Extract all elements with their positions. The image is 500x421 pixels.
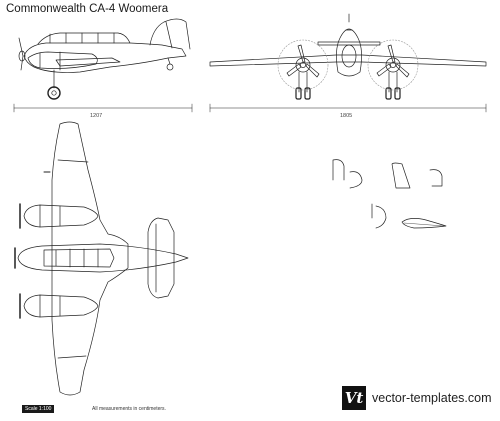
side-engine-nacelle (27, 51, 98, 69)
front-fuselage (336, 28, 362, 77)
top-canopy (43, 248, 115, 268)
detail-profiles (332, 159, 447, 229)
front-right-gear (388, 71, 398, 93)
top-fuselage (17, 243, 189, 273)
scale-badge: Scale 1:100 (22, 405, 55, 413)
front-left-nacelle (295, 57, 311, 73)
front-wing (209, 54, 487, 67)
front-left-gear (298, 71, 308, 93)
length-label: 1207 (90, 113, 102, 119)
top-tailplane (147, 217, 175, 299)
page-title: Commonwealth CA-4 Woomera (6, 3, 169, 15)
side-fin (149, 18, 191, 50)
side-fuselage (23, 42, 187, 73)
measurement-note: All measurements in centimeters. (92, 406, 166, 412)
top-view (14, 121, 189, 396)
top-wing (51, 121, 129, 396)
side-tail-wheel (166, 63, 174, 71)
top-lower-nacelle (23, 294, 99, 318)
front-right-nacelle (385, 57, 401, 73)
detail-profile-5 (371, 203, 387, 229)
span-label: 1805 (340, 113, 352, 119)
detail-profile-2 (349, 171, 363, 189)
logo-icon: Vt (342, 386, 366, 410)
detail-profile-1 (332, 159, 345, 181)
side-main-wheel (47, 86, 61, 100)
side-canopy (37, 32, 131, 45)
side-view (18, 18, 191, 100)
length-dimension (13, 103, 193, 113)
propeller-discs (277, 39, 419, 91)
top-upper-nacelle (23, 204, 99, 228)
detail-profile-3 (391, 162, 411, 189)
span-dimension (209, 103, 487, 113)
side-propeller (18, 37, 24, 71)
detail-airfoil (401, 218, 447, 229)
side-wing (55, 57, 121, 67)
detail-profile-4 (429, 169, 443, 187)
front-view (209, 13, 487, 100)
site-link[interactable]: vector-templates.com (372, 391, 492, 405)
front-tailplane (317, 41, 381, 46)
